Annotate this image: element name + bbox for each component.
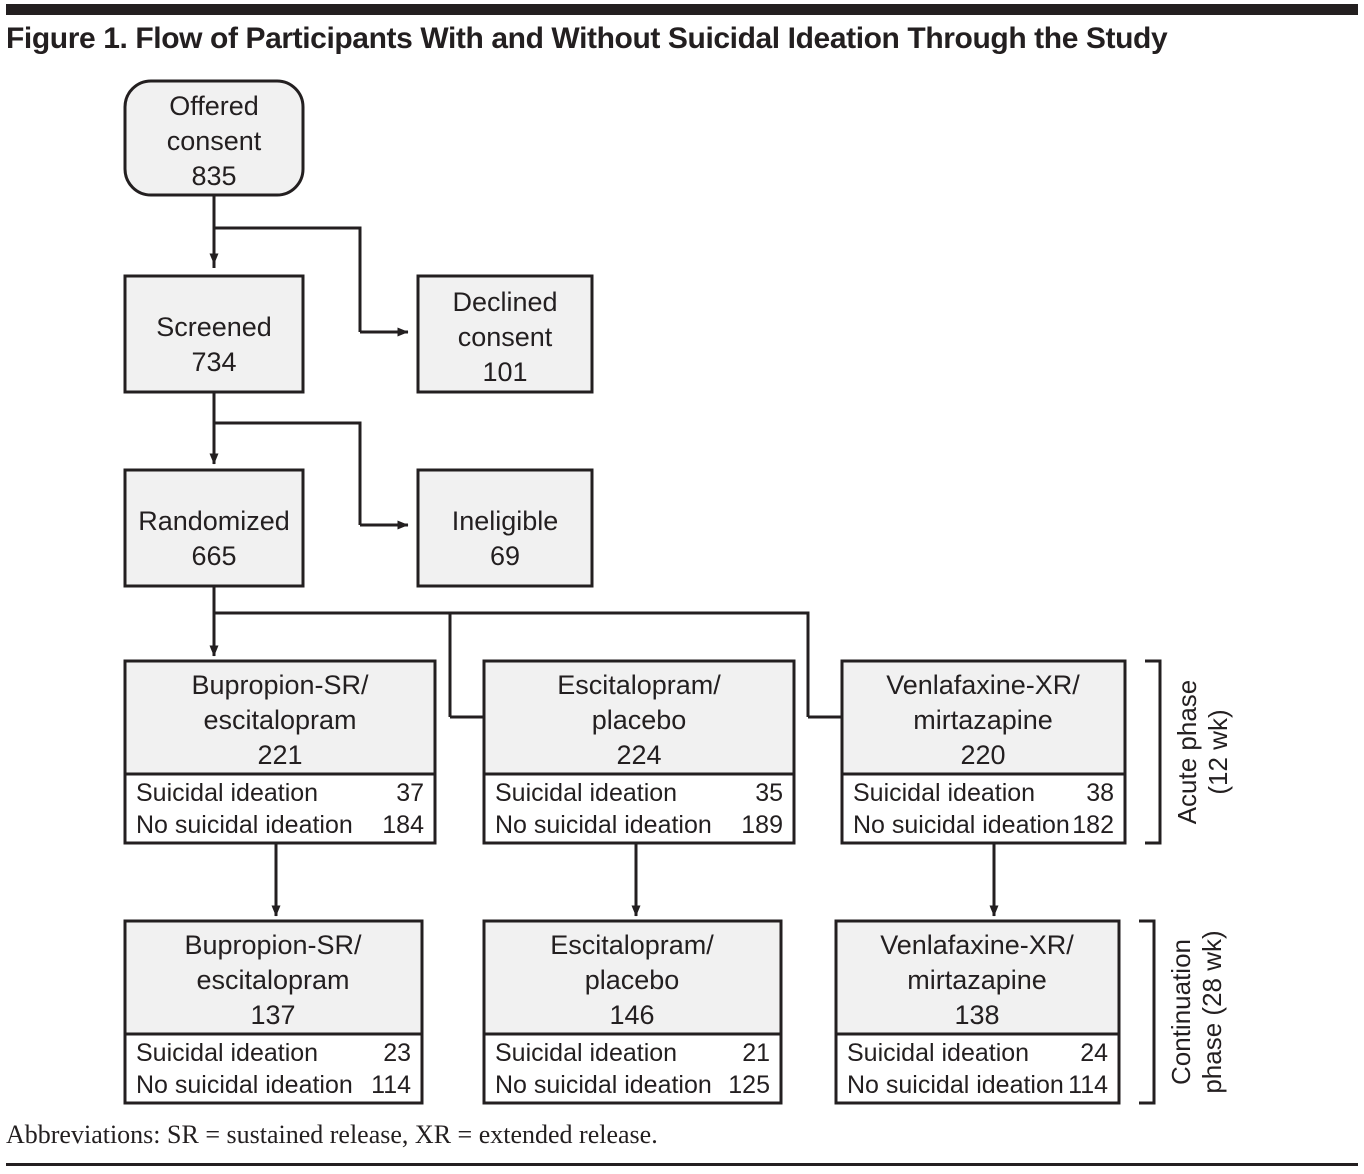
cont-arm-3-count: 138 (954, 1000, 999, 1030)
cont-arm-1-suicidal-label: Suicidal ideation (136, 1039, 318, 1067)
continuation-phase-bracket: Continuation phase (28 wk) (1139, 919, 1227, 1105)
page-title: Figure 1. Flow of Participants With and … (6, 22, 1168, 55)
cont-arm-1-nosuicidal-value: 114 (371, 1071, 411, 1099)
node-acute-arm-1[interactable]: Bupropion-SR/ escitalopram 221 Suicidal … (123, 659, 437, 845)
node-screened[interactable]: Screened 734 (123, 274, 305, 394)
cont-arm-3-line1: Venlafaxine-XR/ (880, 930, 1074, 960)
cont-arm-1-line1: Bupropion-SR/ (184, 930, 362, 960)
declined-line2: consent (458, 322, 553, 352)
connector-screened-to-ineligible (214, 421, 409, 530)
acute-arm-1-line2: escitalopram (203, 705, 356, 735)
continuation-bracket-label-line1: Continuation (1166, 939, 1196, 1085)
randomized-count: 665 (191, 541, 236, 571)
acute-arm-3-suicidal-label: Suicidal ideation (853, 779, 1035, 807)
declined-line1: Declined (452, 287, 557, 317)
node-offered-consent[interactable]: Offered consent 835 (123, 79, 305, 197)
cont-arm-2-suicidal-label: Suicidal ideation (495, 1039, 677, 1067)
acute-arm-1-nosuicidal-label: No suicidal ideation (136, 811, 353, 839)
cont-arm-2-line2: placebo (585, 965, 680, 995)
acute-bracket-label-line1: Acute phase (1172, 680, 1202, 825)
randomized-label: Randomized (138, 506, 290, 536)
screened-count: 734 (191, 347, 236, 377)
acute-arm-1-line1: Bupropion-SR/ (191, 670, 369, 700)
offered-consent-line2: consent (167, 126, 262, 156)
cont-arm-1-nosuicidal-label: No suicidal ideation (136, 1071, 353, 1099)
acute-phase-bracket: Acute phase (12 wk) (1145, 659, 1233, 845)
acute-arm-2-suicidal-value: 35 (755, 779, 783, 807)
node-continuation-arm-1[interactable]: Bupropion-SR/ escitalopram 137 Suicidal … (123, 919, 424, 1105)
acute-arm-3-line2: mirtazapine (913, 705, 1053, 735)
cont-arm-1-suicidal-value: 23 (383, 1039, 411, 1067)
cont-arm-3-nosuicidal-label: No suicidal ideation (847, 1071, 1064, 1099)
node-continuation-arm-3[interactable]: Venlafaxine-XR/ mirtazapine 138 Suicidal… (834, 919, 1121, 1105)
cont-arm-2-nosuicidal-label: No suicidal ideation (495, 1071, 712, 1099)
acute-bracket-label-line2: (12 wk) (1203, 709, 1233, 794)
acute-arm-3-nosuicidal-value: 182 (1072, 811, 1114, 839)
top-rule (6, 4, 1358, 15)
declined-count: 101 (482, 357, 527, 387)
acute-arm-2-line2: placebo (592, 705, 687, 735)
acute-arm-3-nosuicidal-label: No suicidal ideation (853, 811, 1070, 839)
acute-arm-2-suicidal-label: Suicidal ideation (495, 779, 677, 807)
node-acute-arm-3[interactable]: Venlafaxine-XR/ mirtazapine 220 Suicidal… (840, 659, 1127, 845)
acute-arm-2-line1: Escitalopram/ (557, 670, 721, 700)
acute-arm-1-suicidal-value: 37 (396, 779, 424, 807)
cont-arm-2-line1: Escitalopram/ (550, 930, 714, 960)
cont-arm-3-line2: mirtazapine (907, 965, 1047, 995)
node-continuation-arm-2[interactable]: Escitalopram/ placebo 146 Suicidal ideat… (482, 919, 783, 1105)
ineligible-label: Ineligible (452, 506, 559, 536)
acute-arm-3-line1: Venlafaxine-XR/ (886, 670, 1080, 700)
acute-arm-3-count: 220 (960, 740, 1005, 770)
flowchart: Offered consent 835 Screened 734 Decline… (0, 68, 1364, 1118)
cont-arm-1-line2: escitalopram (196, 965, 349, 995)
acute-arm-3-suicidal-value: 38 (1086, 779, 1114, 807)
acute-arm-2-nosuicidal-label: No suicidal ideation (495, 811, 712, 839)
node-declined-consent[interactable]: Declined consent 101 (416, 274, 594, 394)
node-acute-arm-2[interactable]: Escitalopram/ placebo 224 Suicidal ideat… (482, 659, 796, 845)
node-randomized[interactable]: Randomized 665 (123, 468, 305, 588)
acute-arm-1-count: 221 (257, 740, 302, 770)
flowchart-svg: Offered consent 835 Screened 734 Decline… (123, 79, 1233, 1105)
cont-arm-3-suicidal-value: 24 (1080, 1039, 1108, 1067)
acute-arm-1-suicidal-label: Suicidal ideation (136, 779, 318, 807)
cont-arm-2-count: 146 (609, 1000, 654, 1030)
offered-consent-line1: Offered (169, 91, 259, 121)
continuation-bracket-label-line2: phase (28 wk) (1197, 930, 1227, 1093)
cont-arm-3-suicidal-label: Suicidal ideation (847, 1039, 1029, 1067)
screened-label: Screened (156, 312, 272, 342)
cont-arm-2-nosuicidal-value: 125 (728, 1071, 770, 1099)
offered-consent-count: 835 (191, 161, 236, 191)
acute-arm-2-nosuicidal-value: 189 (741, 811, 783, 839)
ineligible-count: 69 (490, 541, 520, 571)
cont-arm-3-nosuicidal-value: 114 (1068, 1071, 1108, 1099)
cont-arm-2-suicidal-value: 21 (742, 1039, 770, 1067)
cont-arm-1-count: 137 (250, 1000, 295, 1030)
abbreviations-note: Abbreviations: SR = sustained release, X… (6, 1120, 658, 1149)
acute-arm-1-nosuicidal-value: 184 (382, 811, 424, 839)
node-ineligible[interactable]: Ineligible 69 (416, 468, 594, 588)
acute-arm-2-count: 224 (616, 740, 661, 770)
bottom-rule (6, 1163, 1358, 1166)
connector-offered-to-declined (214, 226, 409, 337)
